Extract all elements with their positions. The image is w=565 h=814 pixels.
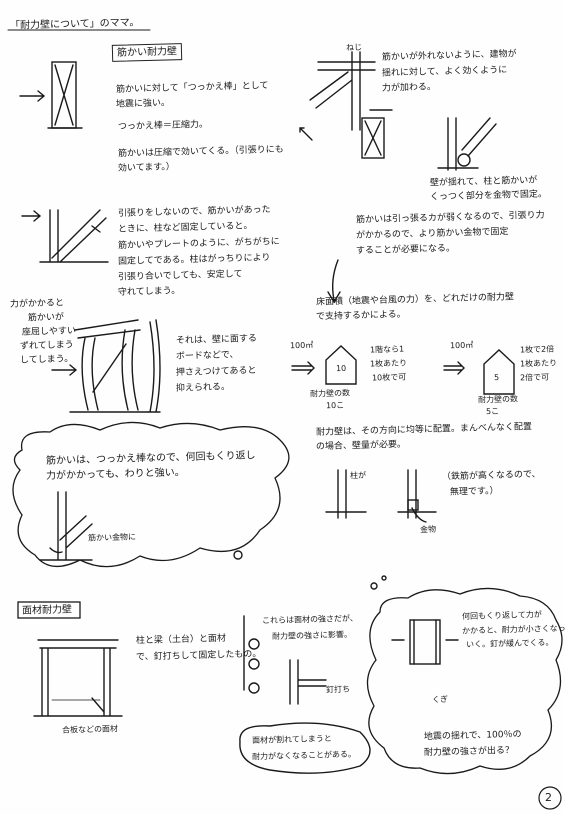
arrow-icon: [291, 361, 315, 375]
note-line: 柱と梁（土台）と面材: [135, 633, 227, 647]
label: 10: [335, 363, 347, 374]
arrow-icon: [299, 127, 313, 141]
house-diagram-left: [325, 345, 357, 385]
note-line: 力が加わる。: [381, 82, 437, 94]
buckled-frame-sketch: [69, 319, 161, 413]
note-line: それは、壁に面する: [175, 333, 258, 347]
note-line: 筋かいが: [27, 312, 65, 324]
label: 釘打ち: [325, 684, 351, 695]
label: 合板などの面材: [61, 724, 119, 735]
label: 100㎡: [449, 340, 474, 351]
label: 耐力壁の数: [477, 394, 519, 405]
note-line: 地震に強い。: [115, 98, 171, 110]
label: 1枚あたり: [519, 358, 558, 369]
note-line: つっかえ棒＝圧縮力。: [117, 119, 209, 133]
section-title-old-wall: 筋かい耐力壁: [111, 43, 183, 62]
note-line: 無理です。）: [449, 486, 499, 498]
note-line: してしまう。: [19, 354, 74, 366]
sketch-label: ねじ: [345, 42, 363, 53]
label: 5こ: [485, 406, 500, 417]
note-line: ずれてしまう: [19, 340, 74, 352]
note-line: 何回もくり返して力が: [461, 609, 542, 622]
note-line: 地震の揺れで、100％の: [423, 729, 522, 743]
label: 柱が: [349, 470, 367, 481]
nail-sketch: [289, 659, 327, 705]
bent-post-sketch: [39, 491, 93, 561]
note-line: （鉄筋が高くなるので、: [441, 469, 541, 483]
house-diagram-right: [483, 349, 515, 395]
label: 5: [493, 372, 500, 383]
label: 1階なら1: [369, 344, 405, 355]
label: 2倍で可: [519, 372, 550, 383]
arrow-icon: [443, 361, 465, 375]
label: 耐力壁の数: [309, 388, 351, 399]
label: 10こ: [325, 400, 345, 411]
note-line: 面材が割れてしまうと: [251, 733, 332, 746]
label: 1枚で2倍: [519, 344, 555, 355]
note-line: いく。釘が緩んでくる。: [465, 637, 554, 650]
label: 100㎡: [289, 340, 314, 351]
face-wall-small: [391, 619, 459, 665]
note-line: することが必要になる。: [355, 243, 456, 257]
arrow-icon: [19, 90, 46, 102]
note-line: ボードなどで、: [175, 350, 239, 362]
label: 筋かい金物に: [87, 532, 137, 543]
note-line: 耐力壁の強さに影響。: [271, 629, 353, 642]
note-line: 耐力壁の強さが出る？: [423, 745, 515, 759]
section-title-face-wall: 面材耐力壁: [21, 604, 73, 617]
label: 10枚で可: [371, 372, 407, 383]
thought-cloud-right: [366, 587, 563, 775]
diagonal-brace-sketch: [39, 209, 109, 263]
arrow-icon: [327, 259, 341, 304]
arrow-icon: [21, 210, 42, 222]
note-line: 効いてます。）: [117, 162, 175, 174]
post-sketch: [325, 469, 437, 523]
note-line: の場合、壁量が必要。: [315, 439, 407, 453]
label: 1枚あたり: [369, 358, 408, 369]
note-line: 押さえつけてあると: [175, 365, 257, 379]
speech-bubble: [239, 722, 371, 774]
label: くぎ: [431, 694, 449, 705]
note-line: 守れてしまう。: [117, 286, 181, 298]
thought-cloud-left: [12, 421, 290, 568]
title-box: [17, 601, 81, 619]
note-line: 力がかかると: [9, 298, 65, 310]
arrow-icon: [51, 364, 78, 376]
face-wall-sketch: [33, 639, 123, 717]
page-number: 2: [545, 791, 552, 804]
note-line: で支持するかによる。: [315, 309, 406, 323]
label: 金物: [419, 524, 437, 535]
note-line: 座屈しやすい: [21, 326, 77, 338]
note-line: 抑えられる。: [175, 382, 231, 394]
joint-sketch-top: [309, 51, 497, 171]
braced-wall-sketch: [47, 61, 83, 129]
page-number-circle: [538, 786, 562, 810]
